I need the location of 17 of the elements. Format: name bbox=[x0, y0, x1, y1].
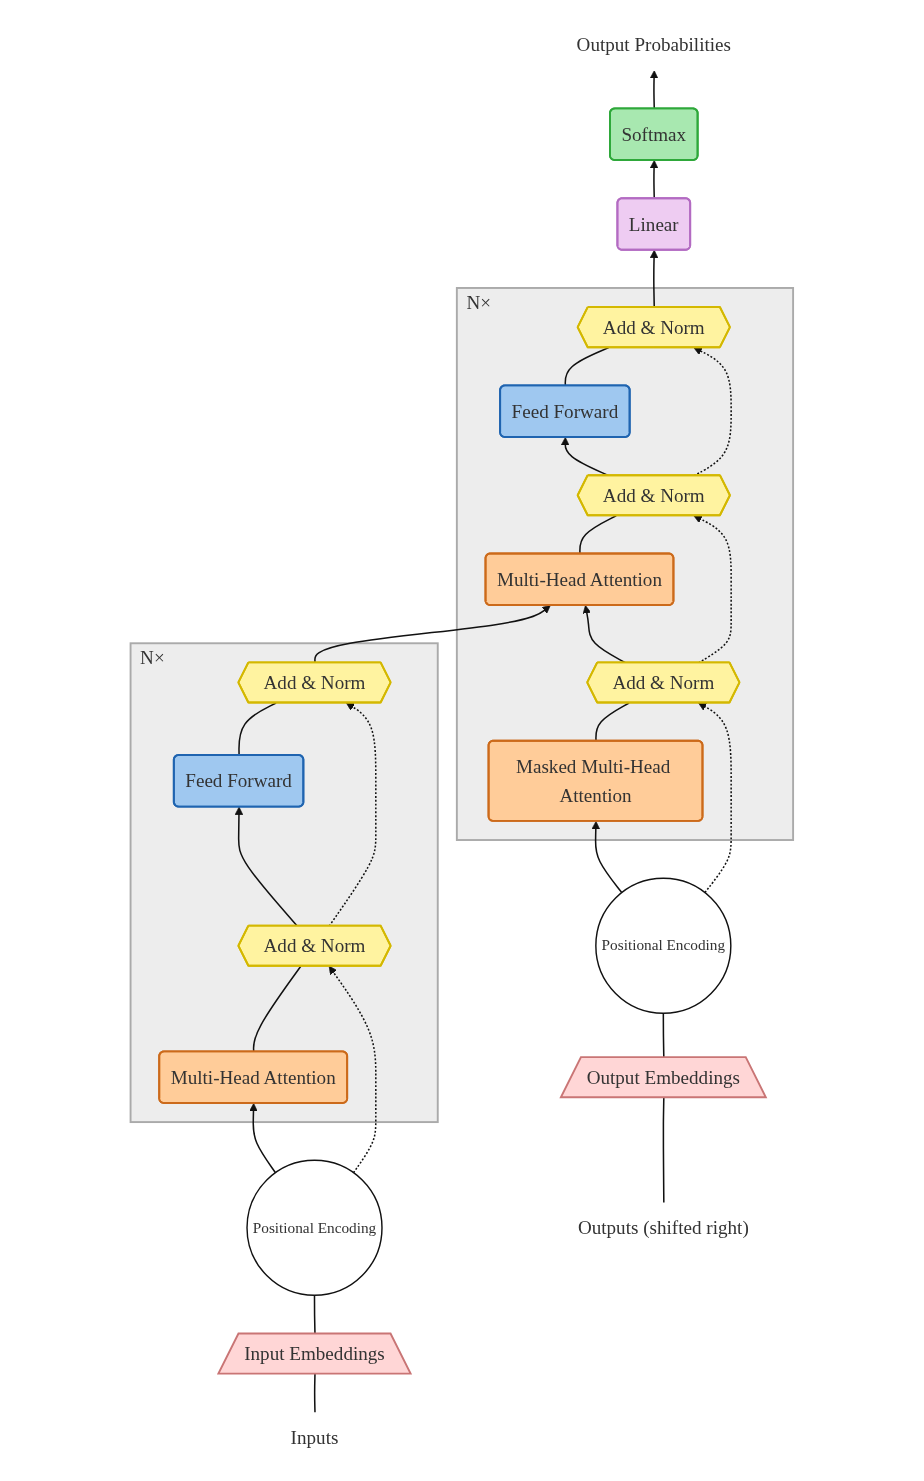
connector bbox=[662, 1096, 665, 1203]
node-circle: Positional Encoding bbox=[595, 877, 732, 1014]
arrow bbox=[698, 702, 733, 893]
arrow bbox=[328, 965, 377, 1173]
arrow bbox=[328, 702, 377, 927]
connector bbox=[238, 701, 277, 756]
node-text: Outputs (shifted right) bbox=[578, 1216, 749, 1238]
node-circle: Positional Encoding bbox=[246, 1159, 383, 1296]
node-text: Inputs bbox=[290, 1426, 339, 1448]
arrow bbox=[234, 806, 299, 927]
arrow bbox=[693, 346, 733, 476]
arrow bbox=[591, 820, 623, 893]
arrow bbox=[650, 249, 659, 308]
node-text: Output Probabilities bbox=[576, 33, 732, 55]
connector bbox=[595, 701, 630, 742]
arrow bbox=[249, 1102, 277, 1173]
arrow bbox=[650, 159, 659, 199]
